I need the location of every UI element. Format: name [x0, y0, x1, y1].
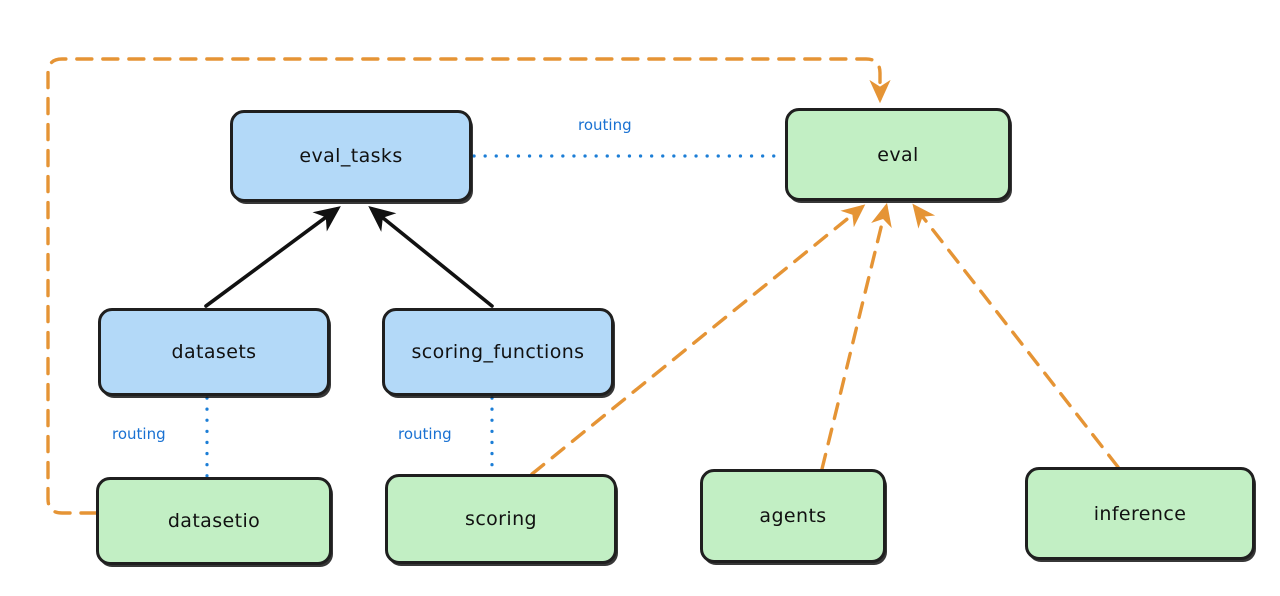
edge-label-routing-scoring-functions: routing [398, 425, 452, 443]
edge-datasetio-to-eval [46, 57, 891, 515]
node-label: inference [1093, 502, 1187, 525]
edge-scoring_functions-to-eval_tasks [368, 205, 494, 308]
edge-scoring-to-eval [530, 204, 866, 476]
node-datasets[interactable]: datasets [98, 308, 330, 396]
node-label: scoring [465, 508, 537, 530]
node-label: eval [877, 143, 919, 166]
node-inference[interactable]: inference [1025, 467, 1255, 560]
edge-datasets-to-eval_tasks [204, 206, 341, 308]
node-eval[interactable]: eval [785, 108, 1011, 201]
edge-label-routing-eval-tasks: routing [578, 116, 632, 134]
node-datasetio[interactable]: datasetio [96, 477, 332, 565]
node-label: datasetio [167, 510, 261, 532]
node-scoring[interactable]: scoring [385, 474, 617, 564]
node-label: datasets [171, 341, 257, 363]
node-agents[interactable]: agents [700, 469, 886, 563]
edge-agents-to-eval [820, 202, 892, 471]
edge-label-routing-datasets: routing [112, 425, 166, 443]
edge-inference-to-eval [912, 203, 1120, 469]
node-label: eval_tasks [299, 145, 403, 167]
node-scoring-functions[interactable]: scoring_functions [382, 308, 614, 396]
node-eval-tasks[interactable]: eval_tasks [230, 110, 472, 202]
node-label: scoring_functions [411, 341, 585, 363]
node-label: agents [759, 505, 827, 527]
